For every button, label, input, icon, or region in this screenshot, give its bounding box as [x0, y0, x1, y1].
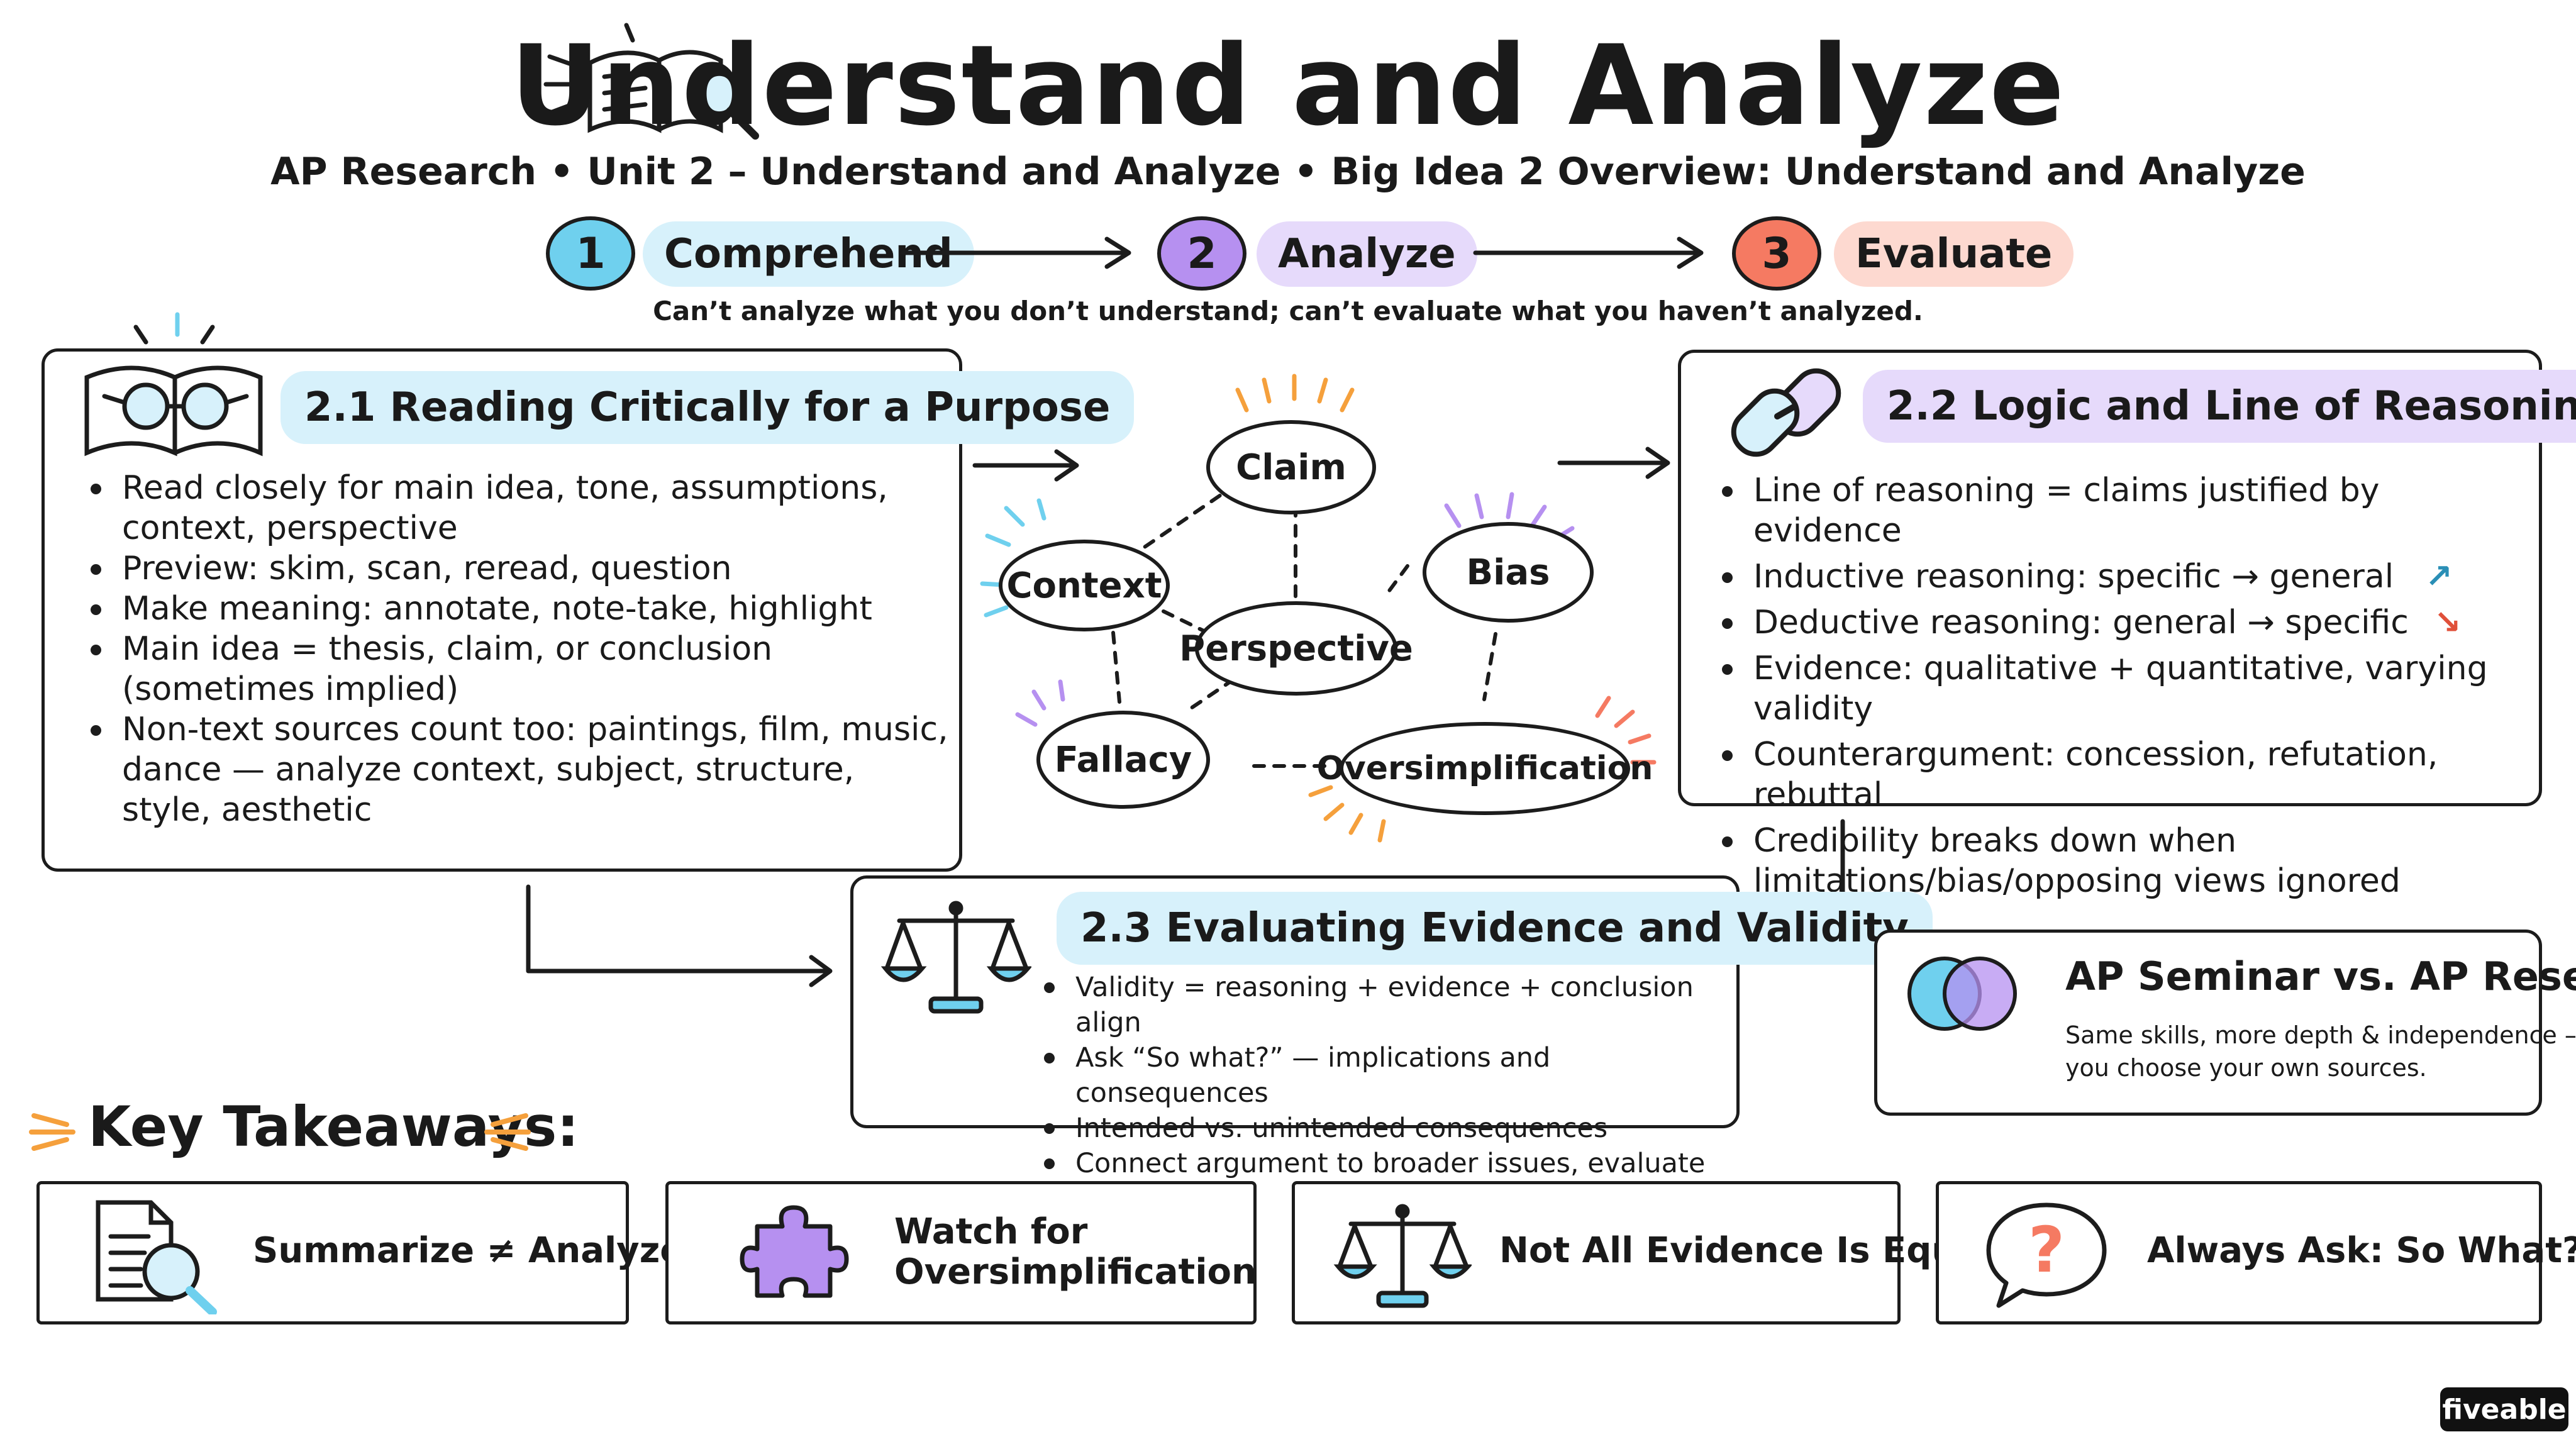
list-item: Make meaning: annotate, note-take, highl… — [86, 589, 953, 629]
seminar-research-line-1: Same skills, more depth & independence – — [2065, 1021, 2576, 1049]
arrow-up-right-icon: ↗ — [2425, 558, 2453, 596]
takeaway-2-line-1: Watch for — [894, 1211, 1088, 1252]
section-21-bullets: Read closely for main idea, tone, assump… — [86, 468, 953, 830]
step-2-badge: 2 — [1157, 216, 1246, 291]
step-3-label: Evaluate — [1834, 221, 2074, 287]
balance-scale-icon — [1333, 1199, 1473, 1312]
book-magnifier-icon — [538, 19, 784, 145]
page-subtitle: AP Research • Unit 2 – Understand and An… — [270, 150, 2306, 194]
concept-node-bias: Bias — [1423, 522, 1594, 623]
list-item: Validity = reasoning + evidence + conclu… — [1039, 970, 1731, 1040]
takeaway-2-line-2: Oversimplification — [894, 1252, 1257, 1292]
concept-node-fallacy: Fallacy — [1036, 711, 1210, 809]
concept-node-context: Context — [999, 540, 1170, 631]
step-3-badge: 3 — [1732, 216, 1821, 291]
list-item: Intended vs. unintended consequences — [1039, 1111, 1731, 1146]
section-22-title: 2.2 Logic and Line of Reasoning — [1863, 370, 2576, 443]
reading-glasses-book-icon — [75, 302, 270, 465]
sparkle-left-icon — [25, 1103, 82, 1160]
seminar-research-line-2: you choose your own sources. — [2065, 1054, 2427, 1082]
list-item: Ask “So what?” — implications and conseq… — [1039, 1040, 1731, 1111]
fiveable-logo[interactable]: fiveable — [2440, 1387, 2568, 1431]
page-title: Understand and Analyze — [510, 21, 2066, 150]
list-item: Evidence: qualitative + quantitative, va… — [1717, 648, 2528, 729]
seminar-research-title: AP Seminar vs. AP Research — [2065, 953, 2576, 999]
chain-link-icon — [1717, 358, 1855, 465]
puzzle-piece-icon — [738, 1201, 849, 1308]
concept-node-claim: Claim — [1206, 420, 1376, 514]
takeaway-4-text: Always Ask: So What? — [2147, 1230, 2576, 1271]
step-2-label: Analyze — [1257, 221, 1477, 287]
document-magnifier-icon — [88, 1195, 226, 1316]
concept-node-perspective: Perspective — [1179, 601, 1413, 696]
motto-text: Can’t analyze what you don’t understand;… — [653, 296, 1923, 326]
list-item: Credibility breaks down when limitations… — [1717, 821, 2516, 901]
concept-node-oversimplification: Oversimplification — [1317, 722, 1653, 815]
list-item: Non-text sources count too: paintings, f… — [86, 709, 953, 830]
question-bubble-icon: ? — [1981, 1197, 2113, 1311]
list-item: Line of reasoning = claims justified by … — [1717, 470, 2528, 551]
takeaway-1-text: Summarize ≠ Analyze — [253, 1230, 684, 1271]
svg-text:?: ? — [2028, 1213, 2065, 1287]
list-item: Counterargument: concession, refutation,… — [1717, 735, 2528, 815]
section-23-title: 2.3 Evaluating Evidence and Validity — [1057, 892, 1933, 965]
key-takeaways-heading: Key Takeaways: — [88, 1094, 579, 1159]
list-item: Read closely for main idea, tone, assump… — [86, 468, 953, 548]
balance-scale-icon — [880, 893, 1033, 1019]
sparkle-right-icon — [478, 1103, 535, 1160]
venn-diagram-icon — [1899, 950, 2025, 1038]
section-21-title: 2.1 Reading Critically for a Purpose — [280, 371, 1135, 444]
takeaway-3-text: Not All Evidence Is Equal — [1499, 1230, 1993, 1271]
step-1-badge: 1 — [546, 216, 635, 291]
list-item: Main idea = thesis, claim, or conclusion… — [86, 629, 953, 709]
list-item: Deductive reasoning: general → specific↘ — [1717, 602, 2528, 643]
arrow-down-right-icon: ↘ — [2433, 604, 2462, 641]
list-item: Inductive reasoning: specific → general↗ — [1717, 557, 2528, 597]
list-item: Preview: skim, scan, reread, question — [86, 548, 953, 589]
section-23-bullets: Validity = reasoning + evidence + conclu… — [1039, 970, 1731, 1216]
section-22-bullets: Line of reasoning = claims justified by … — [1717, 470, 2528, 907]
